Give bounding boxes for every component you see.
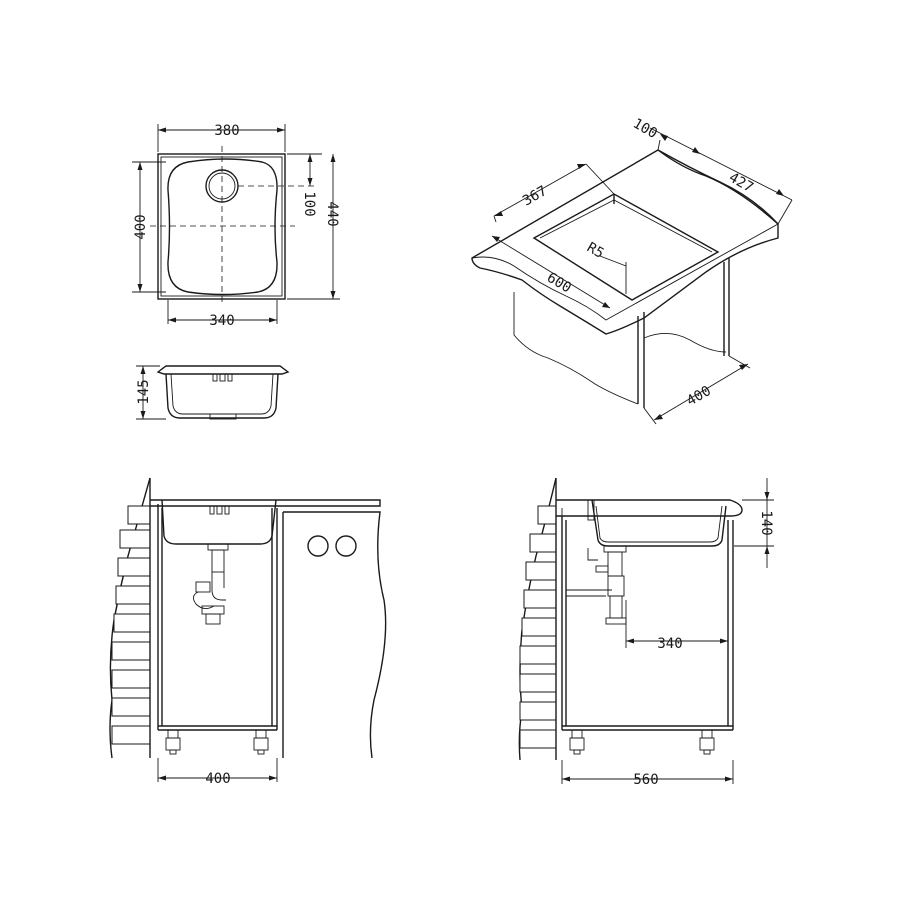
dim-380: 380 [214,123,239,139]
adjacent-cabinet [283,511,387,759]
side-view: 145 [136,365,290,420]
knob-right [335,535,357,557]
bowl-outline [167,158,278,296]
dim-100-iso: 100 [630,116,660,143]
side-siphon [566,545,627,625]
dim-400-front: 400 [205,771,230,787]
dim-427: 427 [726,170,756,197]
dim-r5: R5 [584,240,607,262]
knob-left [307,535,329,557]
front-installation: 400 [109,477,387,787]
brick-wall-left [111,505,151,745]
siphon [193,543,229,625]
dim-145: 145 [136,379,152,404]
bowl-section [165,373,279,419]
dim-100-top: 100 [301,191,317,216]
dim-400-top: 400 [133,214,149,239]
top-view: 380 340 400 100 440 [132,123,340,329]
sink-opening [532,193,720,301]
dim-560: 560 [633,772,658,788]
dim-340-top: 340 [209,313,234,329]
side-sink-bowl [591,499,727,547]
brick-wall-right [519,505,557,749]
dim-140: 140 [758,510,774,535]
sink-outline [157,153,286,300]
dim-340-side: 340 [657,636,682,652]
dim-440: 440 [324,201,340,226]
isometric-view: R5 600 367 100 427 400 [471,116,793,425]
side-installation: 340 140 560 [518,477,774,788]
